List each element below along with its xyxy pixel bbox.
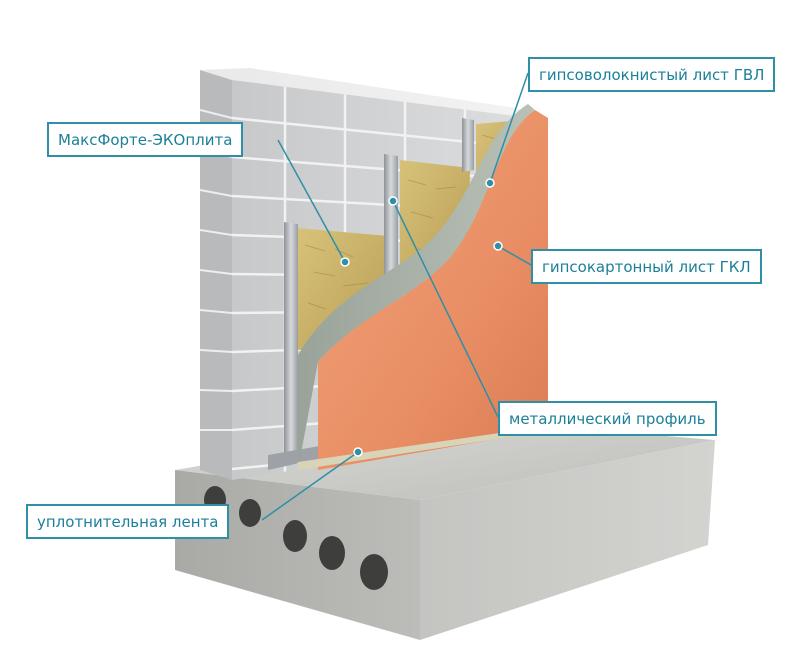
slab-top-face [175, 420, 715, 500]
anchor-dot-tape [353, 447, 363, 457]
gkl-sheet [318, 110, 548, 470]
metal-profile-1 [284, 222, 298, 464]
label-gkl-sheet: гипсокартонный лист ГКЛ [531, 249, 762, 284]
slab-left-face [175, 470, 420, 640]
anchor-dot-maxforte [340, 257, 350, 267]
label-maxforte-insulation: МаксФорте-ЭКОплита [47, 122, 244, 157]
leader-maxforte [277, 139, 346, 263]
gvl-sheet [298, 104, 535, 470]
leader-profile [392, 200, 499, 418]
brick-wall-edge [200, 70, 232, 480]
callout-leader-lines [261, 72, 532, 521]
slab-right-face [420, 440, 715, 640]
anchor-dot-profile [388, 196, 398, 206]
hollow-core-slab [175, 420, 715, 640]
brick-wall-top [200, 68, 548, 120]
leader-gvl [489, 72, 529, 184]
anchor-dot-gvl [485, 178, 495, 188]
label-gvl-sheet: гипсоволокнистый лист ГВЛ [528, 57, 776, 92]
label-sealing-tape: уплотнительная лента [26, 504, 230, 539]
metal-profile-2 [384, 154, 398, 302]
leader-gkl [497, 245, 532, 266]
leader-tape [261, 451, 359, 521]
metal-profile-3 [462, 118, 474, 172]
label-metal-profile: металлический профиль [498, 401, 717, 436]
callout-anchor-dots [340, 178, 503, 457]
anchor-dot-gkl [493, 241, 503, 251]
sealing-tape [298, 426, 548, 470]
